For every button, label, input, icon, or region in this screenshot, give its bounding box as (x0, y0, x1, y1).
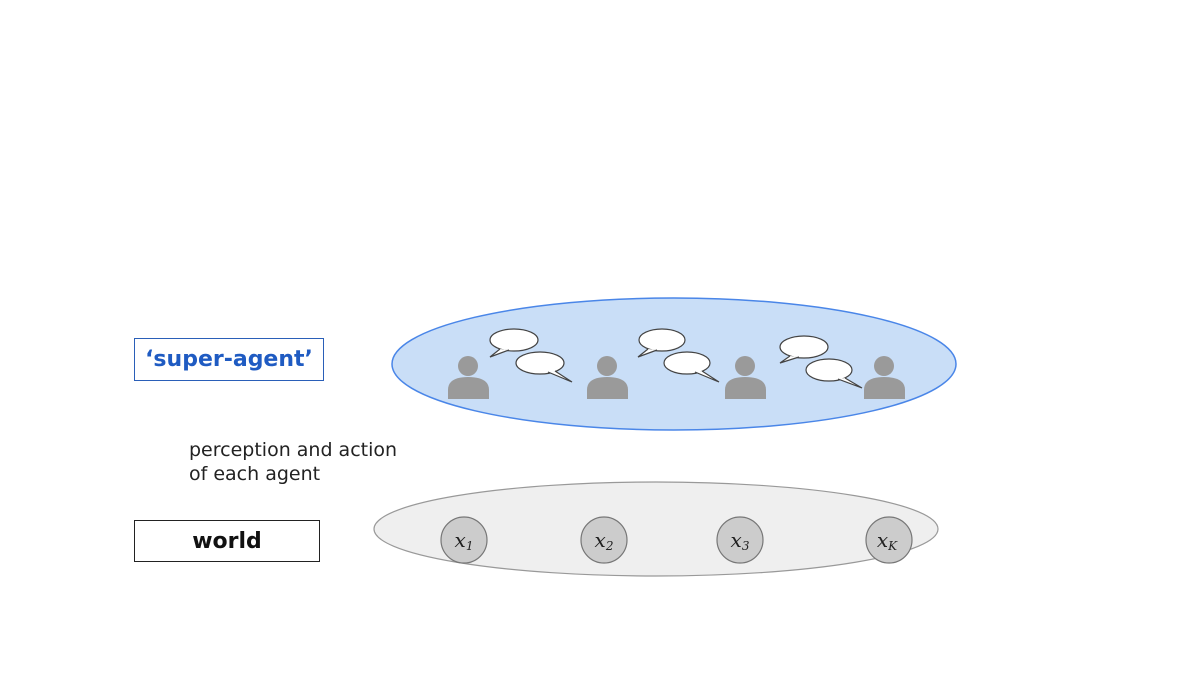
perception-action-caption: perception and action of each agent (189, 438, 397, 486)
agent-group-3 (725, 335, 863, 399)
world-label: world (134, 520, 320, 562)
world-variable-k: xK (865, 516, 913, 564)
world-variable-3: x3 (716, 516, 764, 564)
svg-text:x3: x3 (731, 528, 750, 553)
agent-group-1 (448, 328, 573, 399)
speech-bubble-icon (489, 328, 539, 358)
caption-line-2: of each agent (189, 463, 321, 485)
svg-text:x1: x1 (455, 528, 474, 553)
speech-bubble-icon (805, 358, 863, 389)
svg-text:x2: x2 (595, 528, 614, 553)
speech-bubble-icon (779, 335, 829, 364)
speech-bubble-icon (515, 351, 573, 383)
svg-text:xK: xK (877, 528, 898, 553)
super-agent-label-text: ‘super-agent’ (145, 347, 313, 372)
world-ellipse (373, 481, 939, 577)
world-variable-2: x2 (580, 516, 628, 564)
speech-bubble-icon (637, 328, 686, 358)
person-icon (725, 356, 766, 399)
world-variable-1: x1 (440, 516, 488, 564)
agent-group-2 (587, 328, 720, 399)
speech-bubble-icon (663, 351, 720, 383)
person-icon (587, 356, 628, 399)
world-label-text: world (192, 528, 262, 554)
caption-line-1: perception and action (189, 439, 398, 461)
person-icon (864, 356, 905, 399)
agent-group-4 (864, 356, 905, 399)
person-icon (448, 356, 489, 399)
super-agent-label: ‘super-agent’ (134, 338, 324, 381)
